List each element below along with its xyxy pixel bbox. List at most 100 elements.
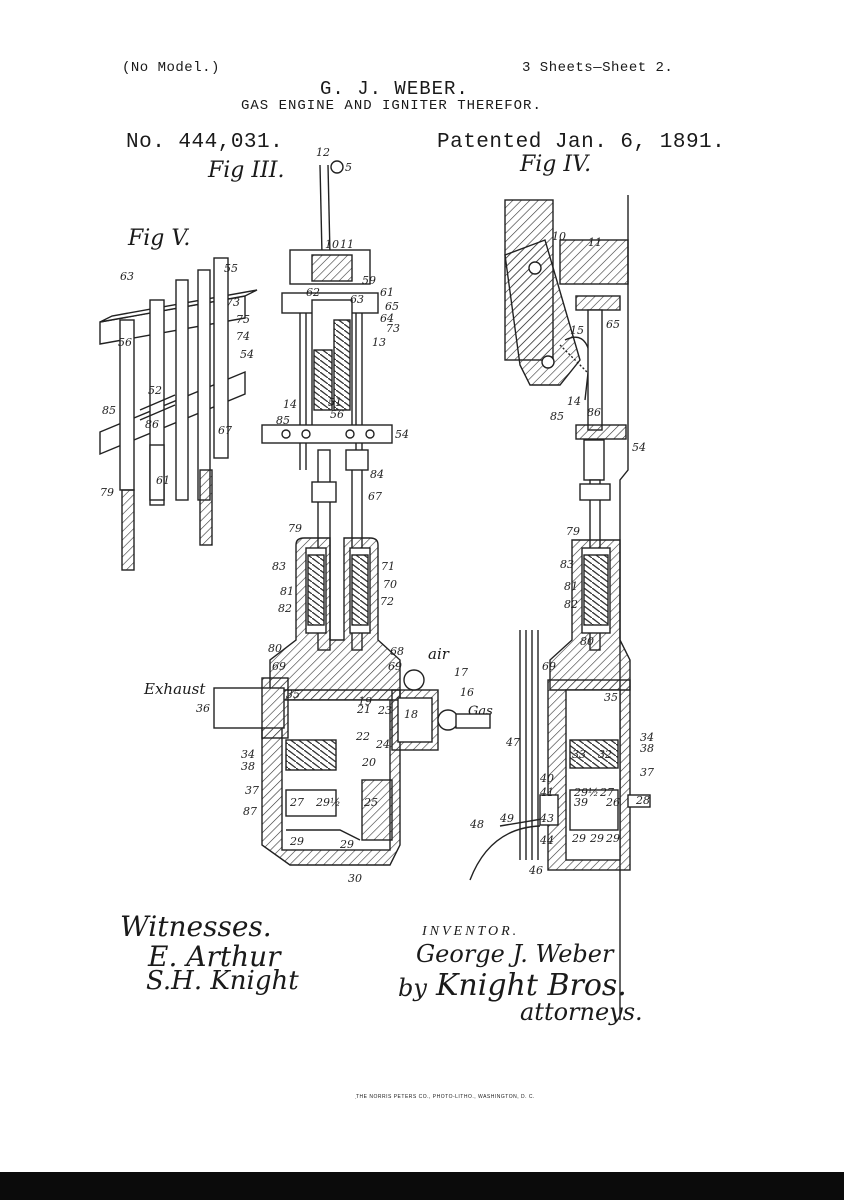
svg-text:49: 49 xyxy=(499,812,514,825)
svg-text:83: 83 xyxy=(272,560,286,573)
svg-text:25: 25 xyxy=(363,796,378,809)
svg-text:15: 15 xyxy=(570,324,584,337)
svg-text:65: 65 xyxy=(606,318,620,331)
svg-text:69: 69 xyxy=(272,660,286,673)
exhaust-label: Exhaust xyxy=(144,680,206,698)
svg-text:37: 37 xyxy=(245,784,259,797)
attorneys-label: attorneys. xyxy=(520,998,643,1026)
svg-text:24: 24 xyxy=(375,738,390,751)
svg-text:62: 62 xyxy=(306,286,320,299)
fig-3-drawing xyxy=(213,160,491,866)
svg-text:26: 26 xyxy=(605,796,620,809)
svg-text:68: 68 xyxy=(390,645,404,658)
inventor-signature: George J. Weber xyxy=(416,940,614,968)
svg-text:59: 59 xyxy=(362,274,376,287)
svg-text:79: 79 xyxy=(100,486,114,499)
svg-text:35: 35 xyxy=(286,688,300,701)
svg-text:63: 63 xyxy=(120,270,134,283)
svg-text:81: 81 xyxy=(564,580,578,593)
svg-text:11: 11 xyxy=(340,238,354,251)
svg-text:12: 12 xyxy=(316,146,330,159)
svg-text:69: 69 xyxy=(542,660,556,673)
svg-text:46: 46 xyxy=(528,864,543,877)
svg-text:29: 29 xyxy=(289,835,304,848)
svg-text:67: 67 xyxy=(218,424,232,437)
svg-text:54: 54 xyxy=(240,348,254,361)
svg-text:21: 21 xyxy=(356,703,371,716)
fig-3-label: Fig III. xyxy=(208,158,285,183)
svg-text:43: 43 xyxy=(539,812,554,825)
svg-text:71: 71 xyxy=(381,560,395,573)
witness-signature-2: S.H. Knight xyxy=(146,966,299,996)
svg-text:64: 64 xyxy=(380,312,394,325)
svg-text:29: 29 xyxy=(589,832,604,845)
svg-text:33: 33 xyxy=(572,748,586,761)
fig-5-label: Fig V. xyxy=(128,226,191,251)
svg-text:29: 29 xyxy=(605,832,620,845)
svg-text:83: 83 xyxy=(560,558,574,571)
svg-text:81: 81 xyxy=(280,585,294,598)
svg-text:72: 72 xyxy=(380,595,394,608)
svg-text:61: 61 xyxy=(380,286,394,299)
inventor-name-title: G. J. WEBER. xyxy=(320,78,469,100)
svg-text:18: 18 xyxy=(404,708,418,721)
svg-text:40: 40 xyxy=(539,772,554,785)
svg-text:27: 27 xyxy=(289,796,304,809)
svg-text:82: 82 xyxy=(564,598,578,611)
patent-title: GAS ENGINE AND IGNITER THEREFOR. xyxy=(241,98,542,114)
svg-text:80: 80 xyxy=(580,635,594,648)
svg-text:17: 17 xyxy=(454,666,468,679)
svg-text:29: 29 xyxy=(571,832,586,845)
svg-text:10: 10 xyxy=(325,238,339,251)
svg-text:84: 84 xyxy=(370,468,384,481)
svg-text:28: 28 xyxy=(635,794,650,807)
scan-edge-bar xyxy=(0,1172,844,1200)
patent-date: Patented Jan. 6, 1891. xyxy=(437,131,726,154)
svg-text:11: 11 xyxy=(588,236,602,249)
svg-text:36: 36 xyxy=(196,702,210,715)
fig-5-drawing xyxy=(99,257,258,571)
svg-text:38: 38 xyxy=(640,742,654,755)
svg-text:73: 73 xyxy=(386,322,400,335)
svg-text:75: 75 xyxy=(236,313,250,326)
air-label: air xyxy=(428,645,449,663)
svg-text:69: 69 xyxy=(388,660,402,673)
svg-text:82: 82 xyxy=(278,602,292,615)
svg-text:37: 37 xyxy=(640,766,654,779)
svg-text:29½: 29½ xyxy=(315,796,341,809)
svg-text:14: 14 xyxy=(567,395,581,408)
svg-text:44: 44 xyxy=(539,834,554,847)
svg-text:73: 73 xyxy=(226,296,240,309)
svg-text:10: 10 xyxy=(552,230,566,243)
svg-text:16: 16 xyxy=(460,686,474,699)
sheet-count: 3 Sheets—Sheet 2. xyxy=(522,60,674,76)
svg-text:74: 74 xyxy=(236,330,250,343)
svg-text:41: 41 xyxy=(539,786,554,799)
by-label: by xyxy=(398,974,427,1002)
svg-text:87: 87 xyxy=(243,805,257,818)
svg-text:86: 86 xyxy=(587,406,601,419)
witnesses-label: Witnesses. xyxy=(120,910,272,943)
svg-text:35: 35 xyxy=(604,691,618,704)
svg-text:29½: 29½ xyxy=(573,786,599,799)
svg-text:54: 54 xyxy=(395,428,409,441)
svg-text:85: 85 xyxy=(102,404,116,417)
patent-number: No. 444,031. xyxy=(126,131,284,154)
svg-text:67: 67 xyxy=(368,490,382,503)
svg-text:34: 34 xyxy=(640,731,654,744)
svg-text:13: 13 xyxy=(372,336,386,349)
svg-text:55: 55 xyxy=(224,262,238,275)
svg-text:51: 51 xyxy=(328,396,342,409)
svg-text:86: 86 xyxy=(145,418,159,431)
svg-text:20: 20 xyxy=(361,756,376,769)
svg-text:63: 63 xyxy=(350,293,364,306)
svg-text:23: 23 xyxy=(377,704,392,717)
svg-text:29: 29 xyxy=(339,838,354,851)
printer-credit-line-decor: · xyxy=(355,1096,357,1102)
svg-text:65: 65 xyxy=(385,300,399,313)
svg-text:19: 19 xyxy=(358,695,372,708)
svg-text:14: 14 xyxy=(283,398,297,411)
svg-text:39: 39 xyxy=(574,796,588,809)
